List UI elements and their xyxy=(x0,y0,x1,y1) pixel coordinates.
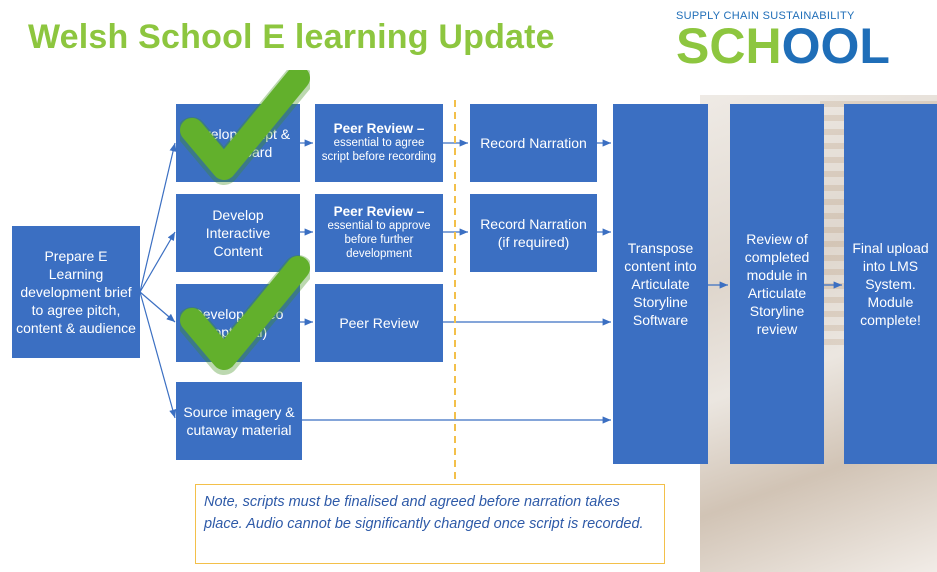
box-prepare-brief: Prepare E Learning development brief to … xyxy=(12,226,140,358)
box-peer-review-3: Peer Review xyxy=(315,284,443,362)
record2-label: Record Narration (if required) xyxy=(480,216,587,250)
logo-word-green: SCH xyxy=(676,18,782,74)
peer1-title: Peer Review – xyxy=(333,121,425,136)
note-box: Note, scripts must be finalised and agre… xyxy=(195,484,665,564)
peer3-label: Peer Review xyxy=(339,315,419,331)
logo-wordmark: SCHOOL xyxy=(676,20,890,72)
check-icon xyxy=(180,70,310,185)
box-prepare-label: Prepare E Learning development brief to … xyxy=(16,248,136,336)
box-interactive-content: Develop Interactive Content xyxy=(176,194,300,272)
arrow-to-interactive xyxy=(139,231,176,293)
peer2-body: essential to approve before further deve… xyxy=(327,220,431,260)
box-interactive-label: Develop Interactive Content xyxy=(205,207,271,259)
page-title: Welsh School E learning Update xyxy=(28,18,555,56)
box-review-module: Review of completed module in Articulate… xyxy=(730,104,824,464)
box-source-imagery: Source imagery & cutaway material xyxy=(176,382,302,460)
logo-tagline: SUPPLY CHAIN SUSTAINABILITY xyxy=(676,10,855,22)
review-label: Review of completed module in Articulate… xyxy=(744,231,810,337)
box-imagery-label: Source imagery & cutaway material xyxy=(183,404,295,438)
box-peer-review-1: Peer Review –essential to agree script b… xyxy=(315,104,443,182)
box-record-narration-1: Record Narration xyxy=(470,104,597,182)
box-peer-review-2: Peer Review –essential to approve before… xyxy=(315,194,443,272)
peer1-body: essential to agree script before recordi… xyxy=(321,137,437,163)
record1-label: Record Narration xyxy=(480,135,587,151)
transpose-label: Transpose content into Articulate Storyl… xyxy=(624,240,697,328)
final-label: Final upload into LMS System. Module com… xyxy=(852,240,929,328)
arrow-to-imagery xyxy=(139,291,177,419)
arrow-to-video xyxy=(139,291,176,323)
box-transpose: Transpose content into Articulate Storyl… xyxy=(613,104,708,464)
check-icon xyxy=(180,255,310,375)
box-final-upload: Final upload into LMS System. Module com… xyxy=(844,104,937,464)
logo-word-blue: OL xyxy=(820,18,890,74)
logo-word-o: O xyxy=(781,18,821,74)
box-record-narration-2: Record Narration (if required) xyxy=(470,194,597,272)
arrow-to-script xyxy=(139,142,177,293)
peer2-title: Peer Review – xyxy=(333,204,425,219)
